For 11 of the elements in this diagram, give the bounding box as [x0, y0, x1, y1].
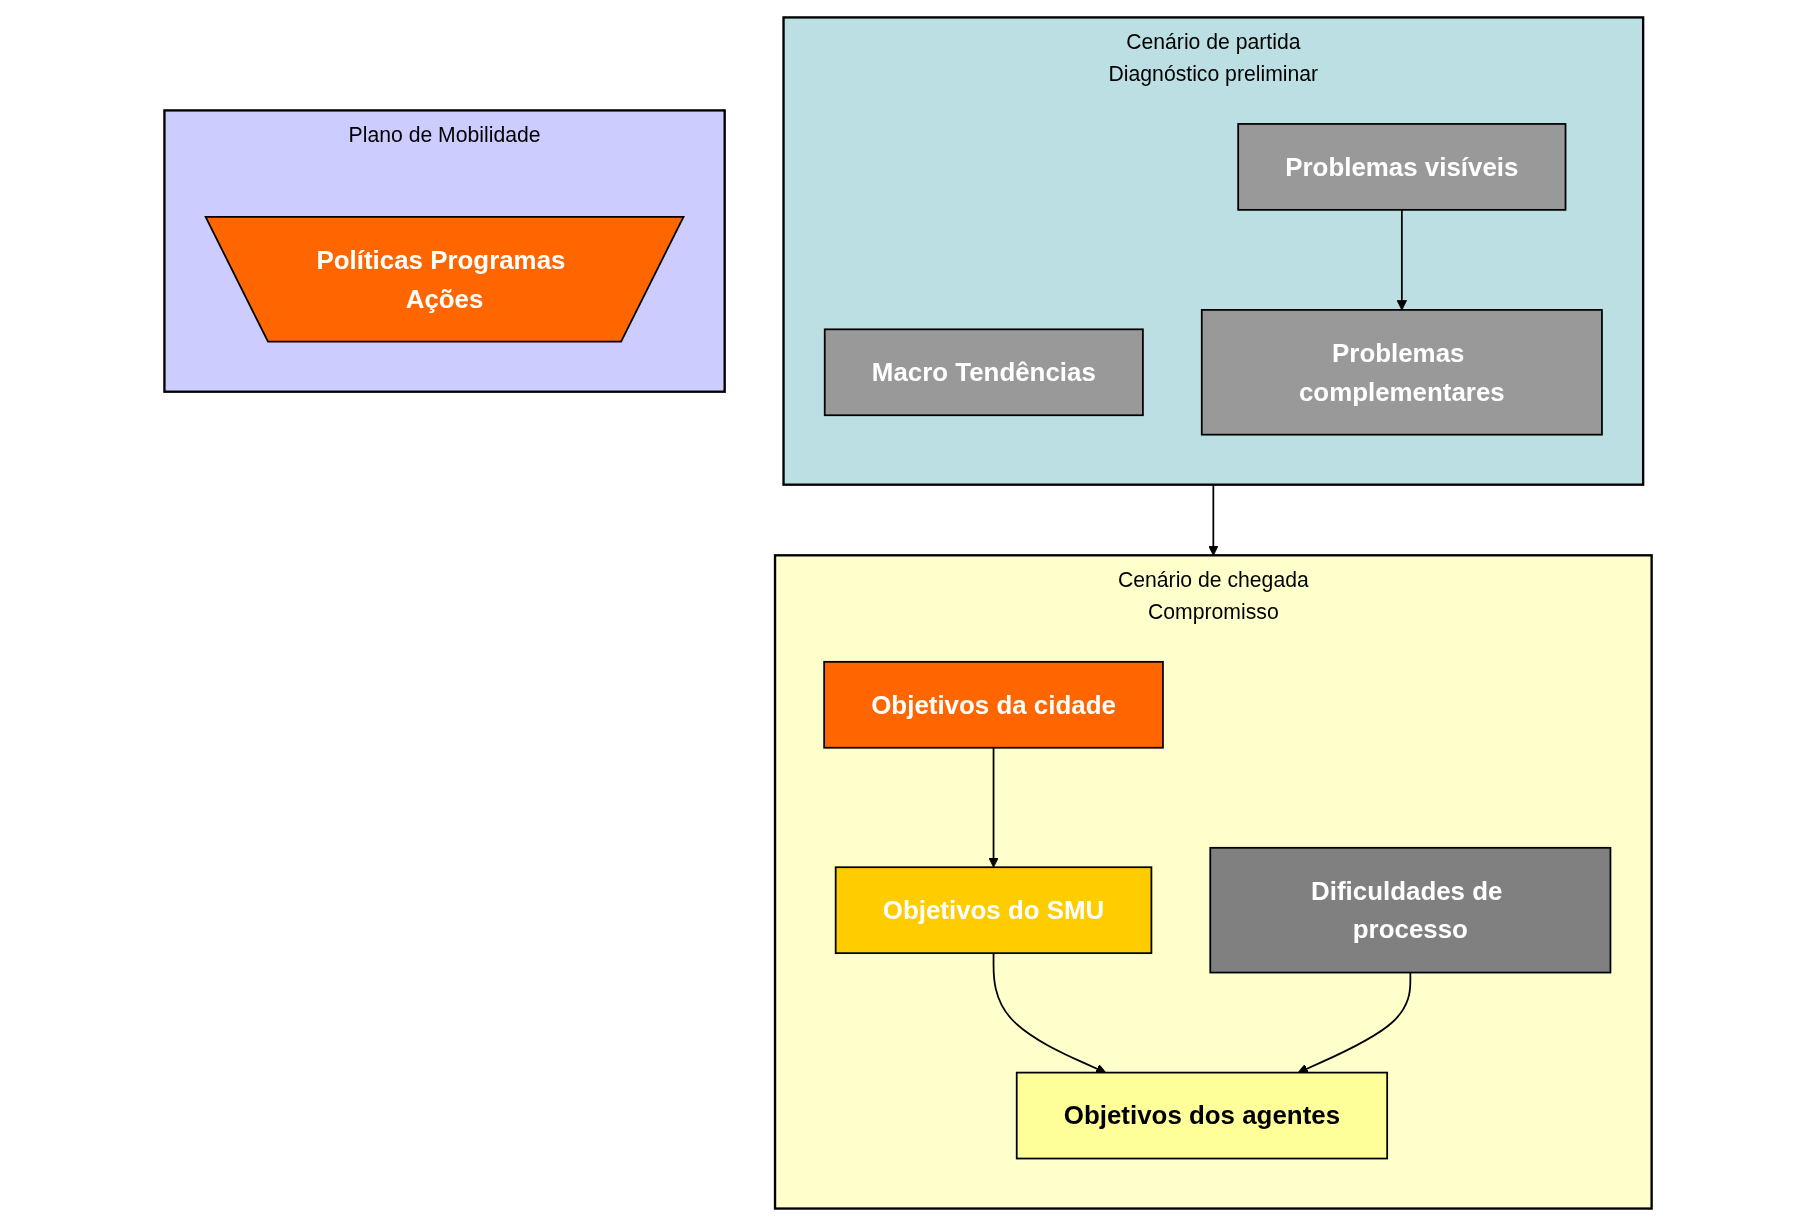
arrow — [988, 746, 1000, 868]
node-box: Problemas complementares — [1201, 308, 1604, 436]
arrow — [1397, 208, 1408, 310]
arrow — [1298, 971, 1412, 1074]
node-box: Objetivos da cidade — [823, 660, 1165, 749]
node-box: Dificuldades de processo — [1209, 846, 1612, 973]
arrow — [993, 951, 1107, 1074]
node-box: Problemas visíveis — [1237, 122, 1567, 211]
node-box: Objetivos dos agentes — [1016, 1071, 1389, 1159]
node-box: Objetivos do SMU — [835, 865, 1153, 954]
node-box: Macro Tendências — [824, 327, 1145, 416]
